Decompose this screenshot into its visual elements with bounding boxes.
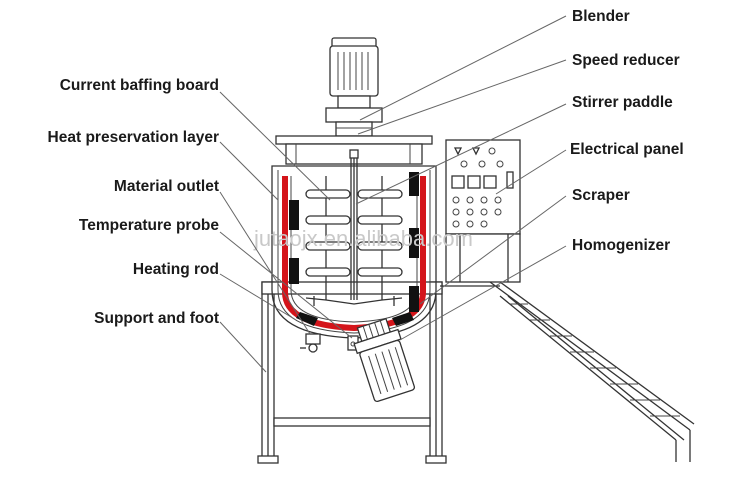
- label-stirrer-paddle: Stirrer paddle: [572, 94, 673, 111]
- label-electrical-panel: Electrical panel: [570, 141, 684, 158]
- heating-rod-block: [289, 258, 299, 284]
- material-outlet: [300, 333, 321, 353]
- homogenizer: [353, 317, 416, 403]
- heating-rod-block: [409, 172, 419, 196]
- heating-rod-block: [289, 200, 299, 230]
- label-scraper: Scraper: [572, 187, 630, 204]
- label-support-and-foot: Support and foot: [94, 310, 219, 327]
- label-material-outlet: Material outlet: [114, 178, 219, 195]
- leader-lines: [219, 15, 567, 373]
- blender-motor: [329, 37, 379, 109]
- speed-reducer: [325, 107, 383, 137]
- label-blender: Blender: [572, 8, 630, 25]
- tank-body: [271, 165, 437, 339]
- stirrer-paddle: [305, 149, 403, 306]
- label-heat-preservation-layer: Heat preservation layer: [48, 129, 219, 146]
- label-heating-rod: Heating rod: [133, 261, 219, 278]
- heating-jacket: [282, 176, 426, 332]
- ladder: [440, 281, 695, 462]
- label-homogenizer: Homogenizer: [572, 237, 670, 254]
- electrical-panel: [445, 139, 521, 283]
- watermark: jutaojx.en.alibaba.com: [253, 226, 473, 251]
- heating-rod-block: [409, 286, 419, 312]
- label-speed-reducer: Speed reducer: [572, 52, 680, 69]
- heating-rod-block: [409, 228, 419, 258]
- label-temperature-probe: Temperature probe: [79, 217, 219, 234]
- label-current-baffing-board: Current baffing board: [60, 77, 219, 94]
